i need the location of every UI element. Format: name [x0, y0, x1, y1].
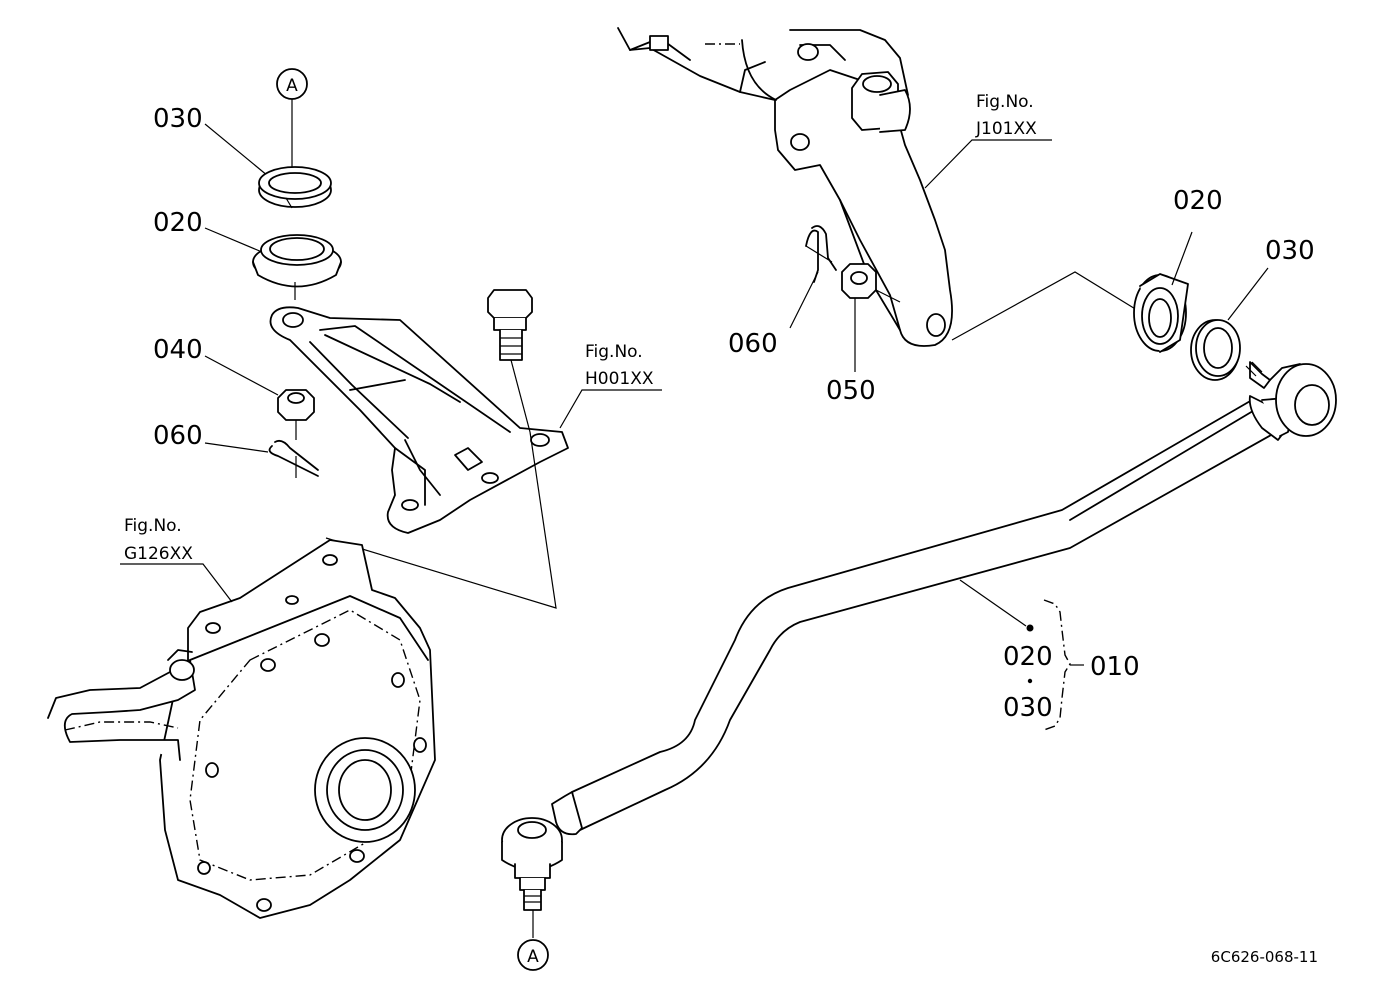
- fig-ref-h001-prefix: Fig.No.: [585, 342, 643, 362]
- fig-ref-h001: Fig.No. H001XX: [559, 342, 662, 429]
- fig-ref-j101-prefix: Fig.No.: [976, 92, 1034, 112]
- dust-seal-right-part: [1133, 231, 1193, 353]
- bottom-a-reference: A: [517, 939, 549, 971]
- fig-ref-h001-code: H001XX: [585, 369, 654, 389]
- label-050-right: 050: [826, 376, 876, 406]
- callout-assembly-030: 030: [1003, 693, 1053, 723]
- cotter-pin-left-part: [268, 439, 319, 478]
- snap-ring-right-part: [1190, 267, 1269, 381]
- callout-030-left: 030: [153, 104, 203, 134]
- castle-nut-left-part: [277, 389, 315, 440]
- fig-ref-j101: Fig.No. J101XX: [924, 92, 1052, 189]
- label-030-right: 030: [1265, 236, 1315, 266]
- castle-nut-right-part: [841, 263, 901, 372]
- snap-ring-left-part: [258, 166, 332, 209]
- cotter-pin-right-part: [789, 225, 837, 329]
- callout-040-left: 040: [153, 335, 203, 365]
- callout-assembly-020: 020: [1003, 642, 1053, 672]
- label-060-left: 060: [153, 421, 269, 453]
- ref-a-top-label: A: [286, 76, 298, 96]
- label-040-left: 040: [153, 335, 279, 396]
- pitman-arm-part: [617, 27, 953, 347]
- dust-seal-left-part: [252, 234, 342, 288]
- fig-ref-g126-code: G126XX: [124, 544, 193, 564]
- label-020-left: 020: [153, 208, 263, 253]
- assembly-callout: 020 030 010: [959, 579, 1140, 731]
- callout-020-left: 020: [153, 208, 203, 238]
- callout-assembly-010: 010: [1090, 652, 1140, 682]
- knuckle-housing-part: [47, 539, 436, 919]
- callout-060-right: 060: [728, 329, 778, 359]
- callout-050-right: 050: [826, 376, 876, 406]
- fig-ref-g126: Fig.No. G126XX: [120, 516, 233, 603]
- drawing-id: 6C626-068-11: [1211, 948, 1318, 966]
- label-030-left: 030: [153, 104, 269, 177]
- bolt-part: [487, 289, 533, 433]
- label-060-right: 060: [728, 329, 778, 359]
- ref-a-bottom-label: A: [527, 947, 539, 967]
- knuckle-arm-part: [269, 306, 569, 534]
- label-020-right: 020: [1173, 186, 1223, 216]
- fig-ref-g126-prefix: Fig.No.: [124, 516, 182, 536]
- callout-020-right: 020: [1173, 186, 1223, 216]
- callout-030-right: 030: [1265, 236, 1315, 266]
- fig-ref-j101-code: J101XX: [975, 119, 1037, 139]
- callout-060-left: 060: [153, 421, 203, 451]
- tie-rod-part: [501, 361, 1337, 938]
